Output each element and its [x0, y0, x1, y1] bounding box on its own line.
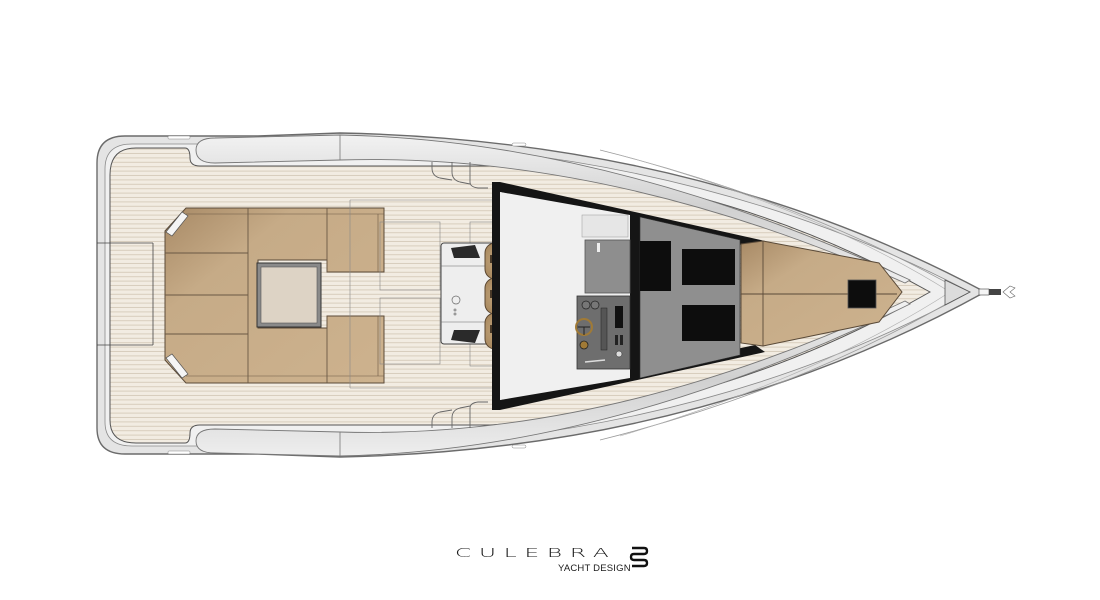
windscreen-top-panel	[581, 214, 629, 238]
bow-tip	[944, 279, 1016, 306]
side-bolster-starboard	[195, 300, 911, 457]
bow-sunpad	[740, 240, 903, 347]
side-bolster-port	[195, 134, 911, 284]
side-steps-port	[431, 162, 488, 189]
brand-name: CULEBRA	[455, 545, 617, 561]
aft-lounge-sofa	[164, 207, 385, 384]
console-storage	[584, 239, 631, 294]
windscreen-frame	[492, 182, 765, 410]
helm-console	[575, 295, 631, 370]
foredeck-hatches	[639, 216, 741, 379]
side-steps-starboard	[431, 401, 488, 428]
bow-hatch	[847, 279, 877, 309]
lounge-table	[256, 262, 322, 328]
anchor-icon	[1002, 285, 1016, 299]
brand-subtitle: YACHT DESIGN	[558, 563, 631, 574]
brand-mark-icon	[629, 546, 649, 568]
brand-logo: CULEBRA YACHT DESIGN	[455, 545, 665, 581]
